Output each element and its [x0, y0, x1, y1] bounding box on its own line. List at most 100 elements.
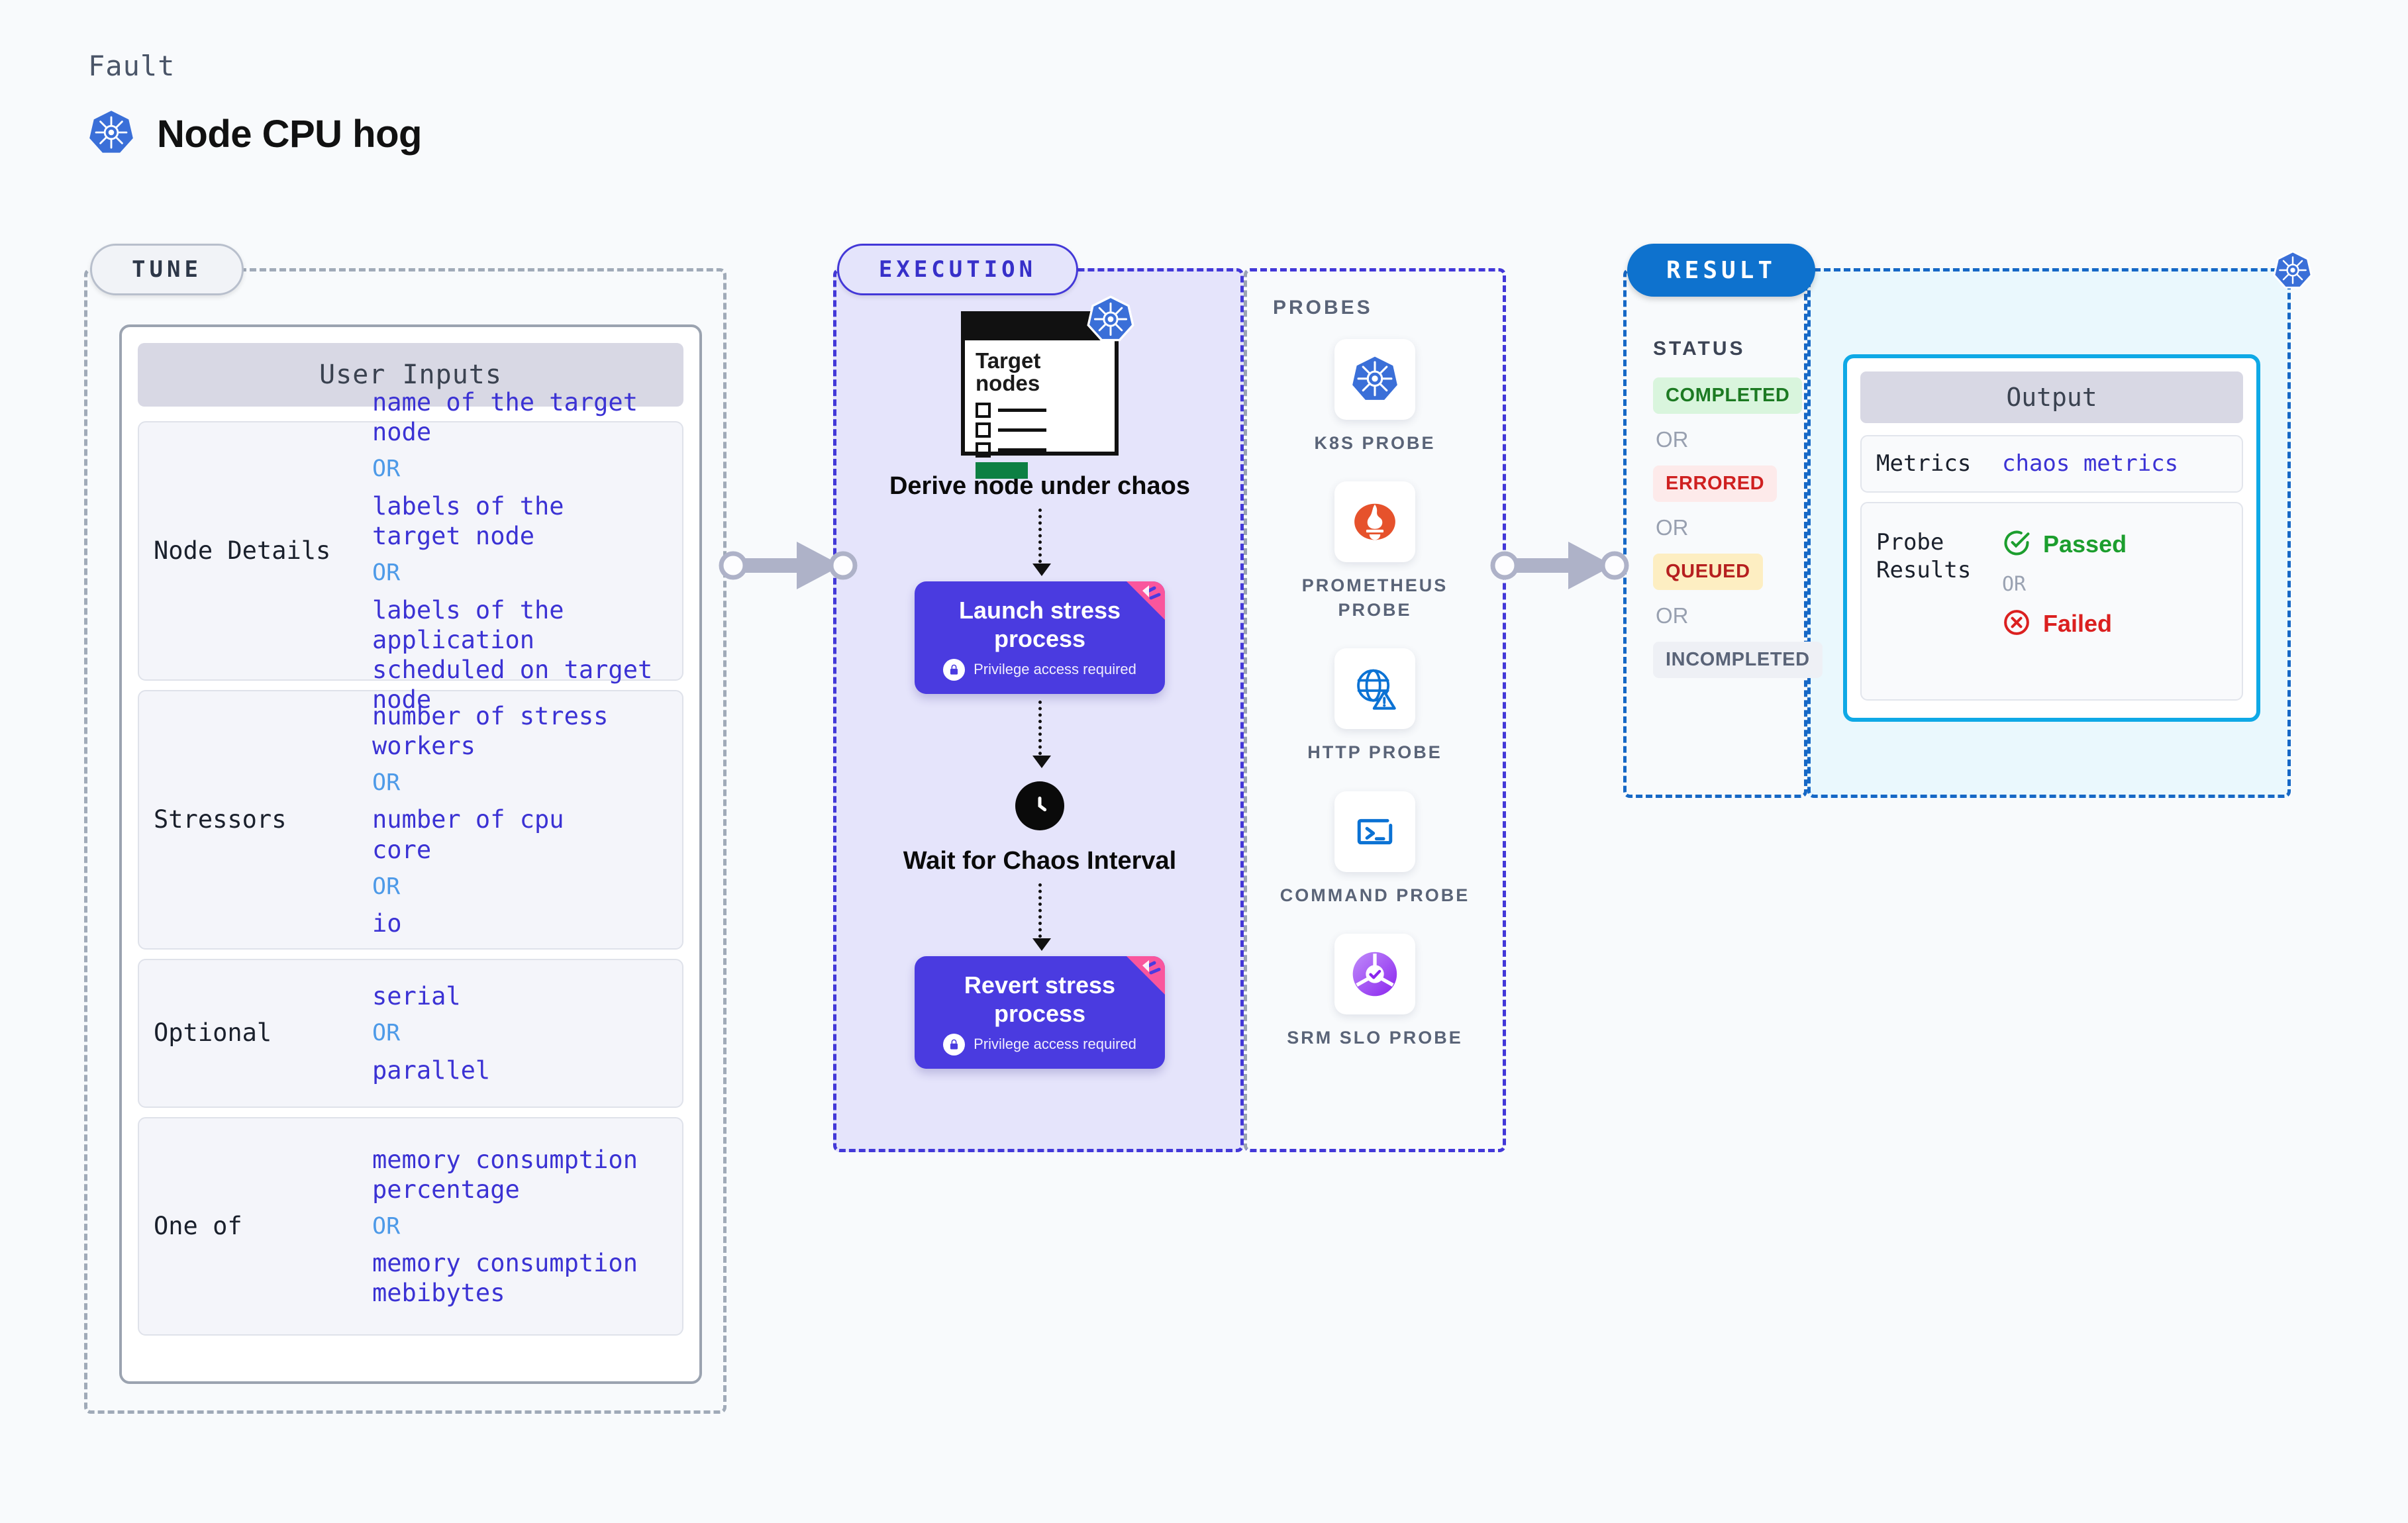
or-separator: OR: [372, 1020, 401, 1047]
privilege-note: Privilege access required: [932, 1033, 1148, 1056]
result-region: [1623, 268, 1807, 798]
tune-region: [84, 268, 727, 1414]
kubernetes-icon: [88, 109, 134, 159]
litmus-icon: [1123, 581, 1165, 624]
placeholder-line: [998, 428, 1046, 432]
result-pill[interactable]: RESULT: [1627, 244, 1815, 297]
step-revert-stress[interactable]: Revert stress process Privilege access r…: [915, 956, 1165, 1069]
metrics-value[interactable]: chaos metrics: [2002, 450, 2179, 477]
privilege-text: Privilege access required: [974, 1036, 1136, 1053]
metrics-row: Metrics chaos metrics: [1860, 435, 2243, 493]
metrics-label: Metrics: [1876, 450, 1972, 477]
probe-results-label: Probe Results: [1876, 528, 1972, 584]
globe-warning-icon[interactable]: [1334, 648, 1415, 730]
tune-value: serial: [372, 982, 461, 1011]
connector-tune-to-execution: [719, 542, 858, 589]
probe-item[interactable]: K8S PROBE: [1314, 339, 1435, 455]
failed-label: Failed: [2043, 610, 2113, 637]
placeholder-line: [998, 448, 1046, 452]
slo-donut-icon[interactable]: [1334, 934, 1415, 1015]
kubernetes-icon: [2273, 250, 2313, 293]
prometheus-icon[interactable]: [1334, 481, 1415, 563]
probe-list: K8S PROBE PROMETHEUS PROBE HTTP PROBE CO…: [1244, 339, 1506, 1050]
step-launch-stress[interactable]: Launch stress process Privilege access r…: [915, 581, 1165, 694]
placeholder-line: [998, 408, 1046, 412]
step-label-wait: Wait for Chaos Interval: [903, 846, 1177, 875]
or-separator: OR: [1656, 515, 1689, 540]
tune-pill[interactable]: TUNE: [90, 244, 244, 295]
output-card: Output Metrics chaos metrics Probe Resul…: [1843, 354, 2260, 722]
flow-arrow: [1032, 700, 1051, 768]
or-separator: OR: [2002, 572, 2027, 596]
tune-group-label: Stressors: [154, 805, 287, 834]
probe-result-failed: Failed: [2002, 608, 2227, 640]
flow-arrow: [1032, 508, 1051, 576]
check-circle-icon: [2002, 528, 2031, 561]
checkbox-row[interactable]: [976, 442, 1104, 458]
flow-arrow: [1032, 883, 1051, 951]
terminal-icon[interactable]: [1334, 791, 1415, 872]
user-inputs-card: User Inputs Node Details name of the targ…: [119, 324, 702, 1384]
page-title: Node CPU hog: [157, 113, 422, 156]
probe-name: PROMETHEUS PROBE: [1301, 575, 1448, 620]
step-title: Launch stress process: [958, 596, 1121, 652]
tune-value: memory consumption mebibytes: [372, 1249, 638, 1308]
confirm-bar: [976, 462, 1028, 479]
target-card-title: Target nodes: [976, 348, 1041, 396]
probe-item[interactable]: PROMETHEUS PROBE: [1279, 481, 1471, 622]
tune-value: number of stress workers: [372, 701, 609, 760]
probe-results-row: Probe Results Passed OR: [1860, 501, 2243, 701]
litmus-icon: [1123, 956, 1165, 999]
status-badge: COMPLETED: [1653, 377, 1803, 414]
step-label-derive: Derive node under chaos: [889, 472, 1190, 500]
lock-icon: [943, 1033, 966, 1056]
execution-pill[interactable]: EXECUTION: [837, 244, 1078, 295]
probe-name: K8S PROBE: [1314, 433, 1436, 453]
tune-value: parallel: [372, 1056, 491, 1085]
privilege-text: Privilege access required: [974, 661, 1136, 678]
status-badge: QUEUED: [1653, 554, 1763, 590]
lock-icon: [943, 658, 966, 681]
kubernetes-icon[interactable]: [1334, 339, 1415, 420]
status-title: STATUS: [1653, 338, 1746, 360]
execution-flow: Target nodes: [854, 295, 1225, 1069]
probe-item[interactable]: COMMAND PROBE: [1280, 791, 1470, 907]
probe-name: SRM SLO PROBE: [1287, 1028, 1463, 1048]
checkbox-row[interactable]: [976, 422, 1104, 438]
checkbox-icon[interactable]: [976, 422, 991, 438]
or-separator: OR: [372, 873, 401, 900]
probe-item[interactable]: HTTP PROBE: [1307, 648, 1442, 764]
target-nodes-card: Target nodes: [961, 295, 1134, 479]
or-separator: OR: [1656, 603, 1689, 628]
clock-icon: [1015, 781, 1064, 830]
checkbox-icon[interactable]: [976, 402, 991, 418]
user-inputs-title: User Inputs: [138, 343, 683, 407]
fault-kicker: Fault: [88, 50, 176, 82]
tune-value: memory consumption percentage: [372, 1145, 638, 1204]
fault-title-row: Node CPU hog: [88, 109, 422, 159]
kubernetes-icon: [1087, 295, 1134, 346]
privilege-note: Privilege access required: [932, 658, 1148, 681]
or-separator: OR: [372, 456, 401, 483]
tune-group-label: Optional: [154, 1018, 272, 1048]
status-list: COMPLETED OR ERRORED OR QUEUED OR INCOMPLETED: [1653, 377, 1823, 678]
or-separator: OR: [1656, 427, 1689, 452]
or-separator: OR: [372, 1212, 401, 1240]
checkbox-row[interactable]: [976, 402, 1104, 418]
passed-label: Passed: [2043, 530, 2127, 558]
probe-item[interactable]: SRM SLO PROBE: [1287, 934, 1463, 1050]
status-badge: INCOMPLETED: [1653, 642, 1823, 678]
step-title: Revert stress process: [964, 971, 1116, 1027]
tune-value: name of the target node: [372, 388, 638, 447]
or-separator: OR: [372, 560, 401, 586]
probes-title: PROBES: [1273, 297, 1373, 319]
checkbox-icon[interactable]: [976, 442, 991, 458]
status-badge: ERRORED: [1653, 466, 1778, 502]
tune-group-label: Node Details: [154, 536, 331, 565]
